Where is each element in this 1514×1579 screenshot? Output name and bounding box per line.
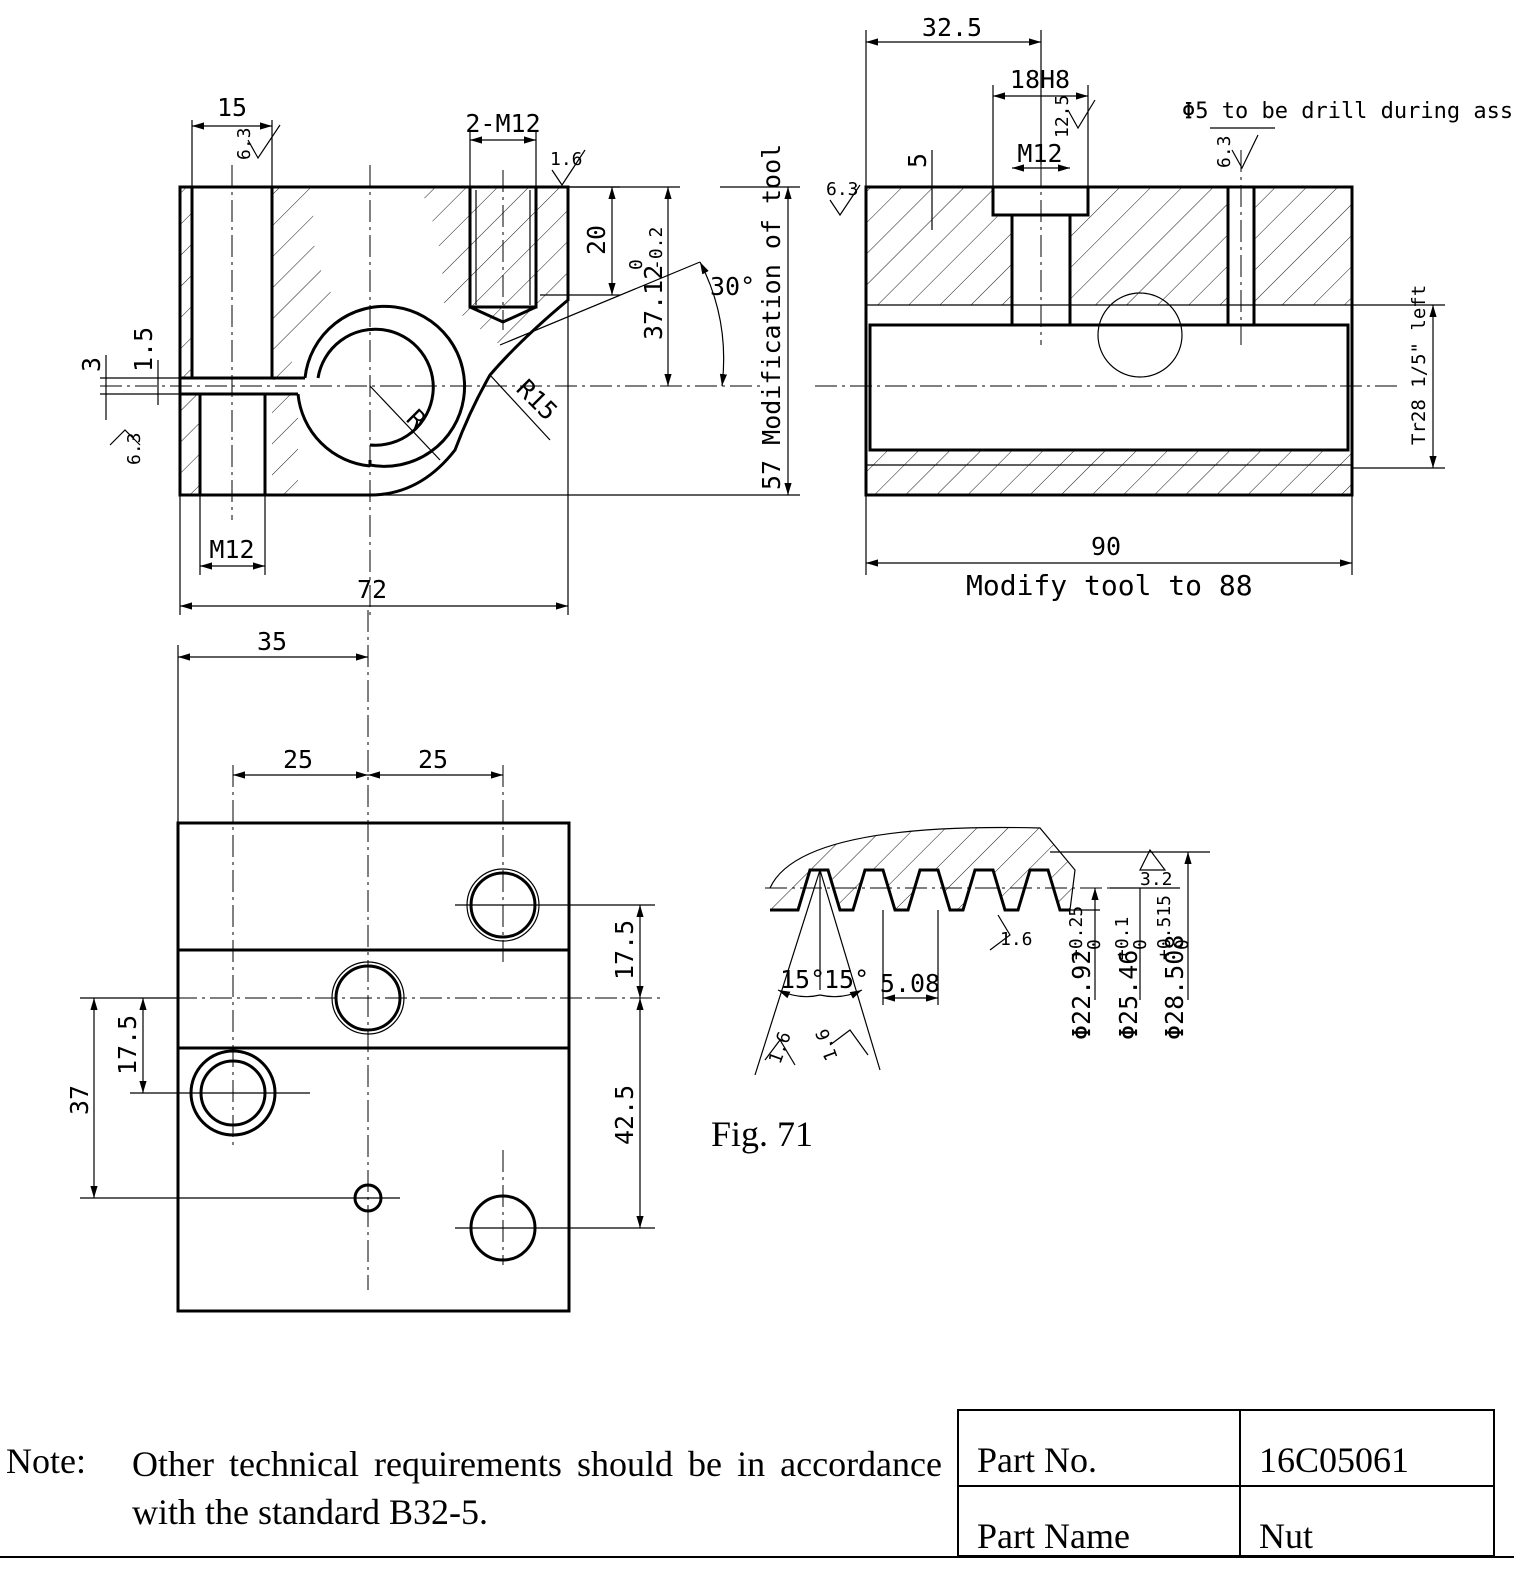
dim-17-5-left: 17.5 xyxy=(113,1015,142,1075)
roughness-6-3-side: 6.3 xyxy=(826,179,859,200)
dim-37-12: 37.12 xyxy=(639,265,668,340)
dim-thread-tr28: Tr28 1/5" left xyxy=(1408,285,1430,445)
dim-1-5: 1.5 xyxy=(129,327,158,372)
modify-tool-note: Modify tool to 88 xyxy=(966,569,1253,602)
notes-label: Note: xyxy=(6,1441,86,1481)
dim-phi-28-508: Φ28.508 xyxy=(1160,935,1189,1040)
side-outline xyxy=(864,185,1354,497)
dim-37-12-tol-dn: -0.2 xyxy=(646,227,667,270)
title-block-divider-h xyxy=(959,1485,1493,1487)
dim-phi-25-46-tol: +0.1 xyxy=(1112,917,1133,960)
angle-15-left: 15° xyxy=(780,965,825,994)
front-hatch-left-strip xyxy=(180,187,192,377)
dim-phi-25-46-zero: 0 xyxy=(1130,939,1151,950)
roughness-6-3-left: 6.3 xyxy=(124,432,145,465)
angle-15-right: 15° xyxy=(824,965,869,994)
figure-label: Fig. 71 xyxy=(711,1114,813,1154)
roughness-1-6-front: 1.6 xyxy=(550,149,583,170)
dim-42-5: 42.5 xyxy=(610,1085,639,1145)
dim-phi-28-508-zero: 0 xyxy=(1172,939,1193,950)
title-block-divider-v xyxy=(1239,1411,1241,1555)
roughness-1-6-root: 1.6 xyxy=(1000,929,1033,950)
dim-phi-28-508-tol: +0.515 xyxy=(1154,895,1175,960)
side-view: 32.5 18H8 12.5 M12 5 6.3 Φ5 to be drill … xyxy=(815,13,1514,602)
roughness-6-3-side2: 6.3 xyxy=(1214,135,1235,168)
bore-ring xyxy=(303,304,467,468)
dim-35: 35 xyxy=(257,627,287,656)
roughness-1-6-flank-left: 1.6 xyxy=(765,1029,796,1067)
dim-2-m12: 2-M12 xyxy=(465,109,540,138)
side-bore xyxy=(868,323,1350,452)
dim-m12-side: M12 xyxy=(1017,139,1062,168)
engineering-drawing: 15 6.3 2-M12 1.6 20 37.12 0 -0.2 30° 57 … xyxy=(65,13,1514,1313)
dim-25-right: 25 xyxy=(418,745,448,774)
drill-note: Φ5 to be drill during assembly xyxy=(1182,99,1514,124)
roughness-6-3-front: 6.3 xyxy=(234,127,255,160)
title-block: Part No. 16C05061 Part Name Nut xyxy=(957,1409,1495,1557)
dim-32-5: 32.5 xyxy=(922,13,982,42)
dim-phi-22-92: Φ22.92 xyxy=(1067,950,1096,1040)
dim-17-5-right: 17.5 xyxy=(610,920,639,980)
roughness-3-2: 3.2 xyxy=(1140,869,1173,890)
front-hatch-right xyxy=(420,187,568,345)
part-no-label: Part No. xyxy=(977,1440,1097,1480)
dim-72: 72 xyxy=(357,575,387,604)
top-view: 35 25 25 17.5 42.5 17.5 37 xyxy=(65,610,660,1313)
front-hatch-left xyxy=(272,187,335,380)
thread-detail: 15° 15° 5.08 3.2 1.6 1.6 1.6 Φ22.92 +0.2… xyxy=(754,826,1210,1076)
dim-90: 90 xyxy=(1091,532,1121,561)
dim-phi-25-46: Φ25.46 xyxy=(1114,950,1143,1040)
dim-25-left: 25 xyxy=(283,745,313,774)
dim-57: 57 Modification of tool xyxy=(757,144,786,490)
part-name-value: Nut xyxy=(1259,1516,1313,1556)
bottom-rule xyxy=(0,1556,1514,1558)
dim-5-08: 5.08 xyxy=(880,969,940,998)
dim-37-12-tol-up: 0 xyxy=(626,259,647,270)
part-no-value: 16C05061 xyxy=(1259,1440,1410,1480)
front-hatch-bottom-left xyxy=(272,395,298,495)
roughness-12-5: 12.5 xyxy=(1052,95,1073,138)
front-outline xyxy=(178,185,570,497)
dim-18h8: 18H8 xyxy=(1010,65,1070,94)
roughness-1-6-flank-right: 1.6 xyxy=(812,1026,843,1064)
dim-15: 15 xyxy=(217,93,247,122)
dim-phi-22-92-zero: 0 xyxy=(1084,939,1105,950)
part-name-label: Part Name xyxy=(977,1516,1130,1556)
radius-r15: R15 xyxy=(511,374,563,426)
dim-20: 20 xyxy=(582,225,611,255)
front-view: 15 6.3 2-M12 1.6 20 37.12 0 -0.2 30° 57 … xyxy=(77,93,800,620)
dim-m12-bottom: M12 xyxy=(209,535,254,564)
front-hatch-left-strip2 xyxy=(180,395,200,495)
top-outline xyxy=(176,821,571,1313)
notes-text: Other technical requirements should be i… xyxy=(132,1444,942,1532)
dim-3: 3 xyxy=(77,357,106,372)
dim-37: 37 xyxy=(65,1085,94,1115)
dim-phi-22-92-tol: +0.25 xyxy=(1066,906,1087,960)
dim-30-deg: 30° xyxy=(710,272,755,301)
dim-5: 5 xyxy=(903,153,932,168)
